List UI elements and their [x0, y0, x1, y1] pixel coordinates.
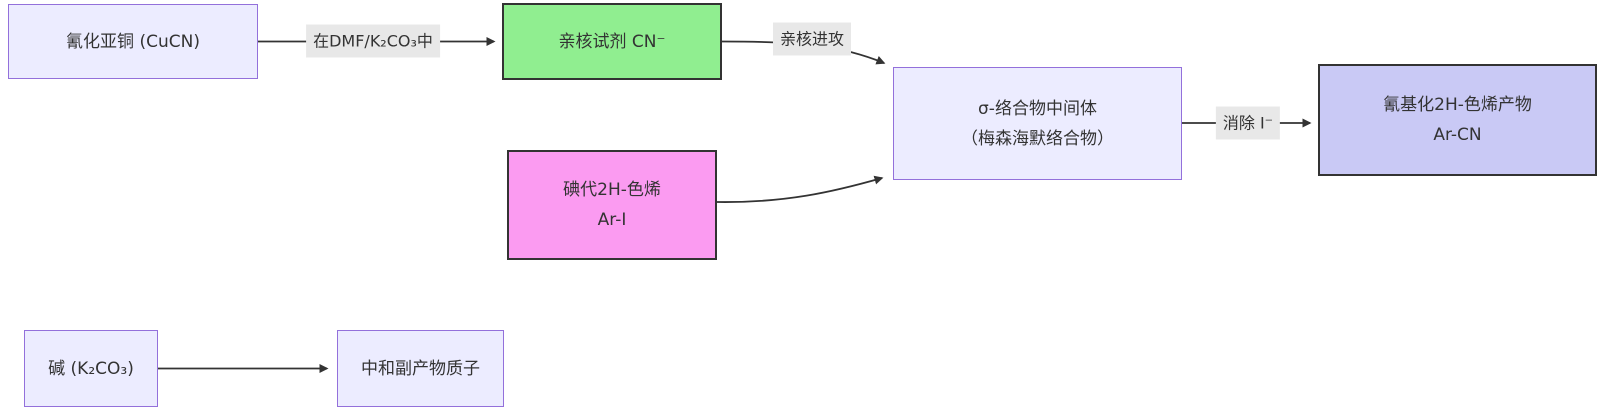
node-substrate-ari-line1: 碘代2H-色烯: [563, 180, 661, 200]
edge-label-solvent-conditions: 在DMF/K₂CO₃中: [306, 24, 440, 58]
node-product-arcn-line1: 氰基化2H-色烯产物: [1383, 95, 1532, 115]
node-base-k2co3-label: 碱 (K₂CO₃): [48, 358, 134, 379]
node-sigma-complex: σ-络合物中间体 （梅森海默络合物）: [893, 67, 1182, 180]
node-substrate-ari-line2: Ar-I: [597, 210, 627, 230]
node-product-arcn: 氰基化2H-色烯产物 Ar-CN: [1318, 64, 1597, 176]
edge-label-nucleophilic-attack: 亲核进攻: [772, 22, 852, 56]
node-neutralize-protons: 中和副产物质子: [337, 330, 504, 407]
node-sigma-complex-line2: （梅森海默络合物）: [961, 128, 1114, 149]
node-product-arcn-line2: Ar-CN: [1433, 125, 1482, 145]
node-base-k2co3: 碱 (K₂CO₃): [24, 330, 158, 407]
node-cucn: 氰化亚铜 (CuCN): [8, 4, 258, 79]
node-nucleophile-cn-label: 亲核试剂 CN⁻: [558, 31, 666, 52]
node-sigma-complex-line1: σ-络合物中间体: [978, 98, 1097, 119]
node-cucn-label: 氰化亚铜 (CuCN): [66, 31, 200, 52]
edge-ari-to-sigma: [716, 175, 884, 203]
edge-label-eliminate-iodide: 消除 I⁻: [1215, 106, 1281, 140]
node-neutralize-protons-label: 中和副产物质子: [361, 358, 480, 379]
node-substrate-ari: 碘代2H-色烯 Ar-I: [507, 150, 717, 260]
node-nucleophile-cn: 亲核试剂 CN⁻: [502, 3, 722, 80]
